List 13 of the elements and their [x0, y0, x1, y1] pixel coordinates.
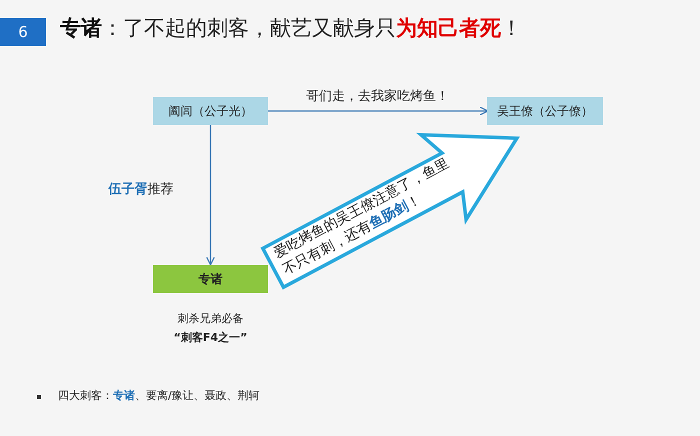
edge-label: 伍子胥推荐 — [108, 180, 174, 198]
person-box: 阖闾（公子光） — [153, 97, 268, 125]
edge-label: 哥们走，去我家吃烤鱼！ — [305, 88, 450, 105]
arrow — [268, 106, 488, 116]
node-label: 刺杀兄弟必备 — [176, 311, 244, 326]
title: 专诸：了不起的刺客，献艺又献身只为知己者死！ — [60, 15, 522, 42]
slide-number: 6 — [0, 18, 46, 46]
arrow — [206, 125, 216, 266]
bullet-text: 四大刺客：专诸、要离/豫让、聂政、荆轲 — [58, 388, 260, 403]
node-label: “刺客F4之一” — [172, 330, 248, 345]
person-box: 专诸 — [153, 265, 268, 293]
callout-text: 爱吃烤鱼的吴王僚注意了，鱼里不只有刺，还有鱼肠剑！ — [270, 154, 453, 280]
person-box: 吴王僚（公子僚） — [487, 97, 603, 125]
